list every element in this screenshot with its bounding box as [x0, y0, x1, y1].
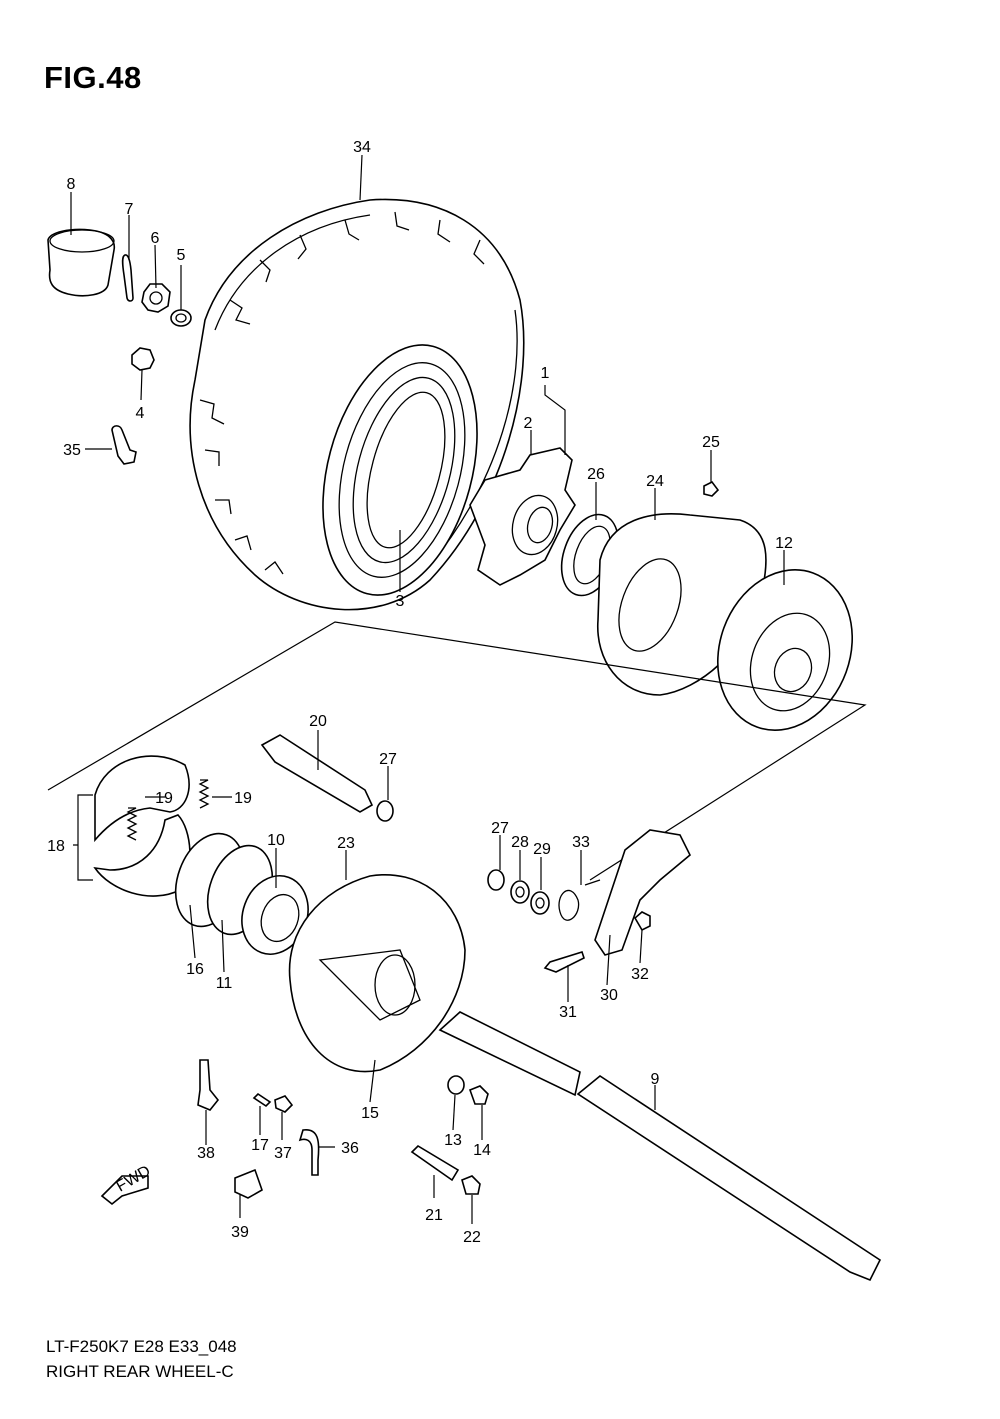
callout-20: 20	[309, 713, 327, 730]
spring-33	[558, 879, 601, 921]
group-outline	[47, 621, 867, 881]
callout-35: 35	[63, 442, 81, 459]
callout-28: 28	[511, 834, 529, 851]
callout-14: 14	[473, 1142, 491, 1159]
callout-18: 18	[47, 838, 65, 855]
small-parts-17-37-36-38-39	[197, 1059, 320, 1199]
callout-16: 16	[186, 961, 204, 978]
callout-10: 10	[267, 832, 285, 849]
callout-39: 39	[231, 1224, 249, 1241]
shaft-20	[260, 734, 374, 813]
callout-11: 11	[216, 975, 233, 992]
callout-34: 34	[353, 139, 371, 156]
tire	[189, 198, 525, 611]
callout-31: 31	[559, 1004, 577, 1021]
springs-19	[126, 779, 210, 841]
small-parts-27-28-29	[487, 869, 550, 915]
drum-12	[716, 569, 854, 731]
callout-labels: 1 2 3 4 5 6 7 8 9 10 11 12 13 14 15 16 1…	[47, 139, 793, 1246]
nut-32	[633, 911, 651, 932]
callout-24: 24	[646, 473, 664, 490]
callout-8: 8	[67, 176, 76, 193]
callout-30: 30	[600, 987, 618, 1004]
callout-17: 17	[251, 1137, 269, 1154]
callout-37: 37	[274, 1145, 292, 1162]
callout-6: 6	[151, 230, 160, 247]
callout-12: 12	[775, 535, 793, 552]
leader-lines	[70, 154, 785, 1224]
callout-19b: 19	[234, 790, 252, 807]
hub	[469, 447, 576, 586]
cap-8	[47, 228, 116, 297]
washer-5	[170, 309, 192, 327]
bolt-25	[703, 480, 720, 497]
callout-23: 23	[337, 835, 355, 852]
cotter-pin-7	[121, 254, 134, 302]
callout-25: 25	[702, 434, 720, 451]
callout-36: 36	[341, 1140, 359, 1157]
callout-5: 5	[177, 247, 186, 264]
callout-27a: 27	[379, 751, 397, 768]
callout-4: 4	[136, 405, 145, 422]
fwd-arrow: FWD	[100, 1163, 154, 1206]
callout-3: 3	[396, 593, 405, 610]
brake-panel-23	[288, 874, 466, 1073]
callout-19a: 19	[155, 790, 173, 807]
callout-38: 38	[197, 1145, 215, 1162]
callout-32: 32	[631, 966, 649, 983]
nut-4	[131, 347, 155, 371]
callout-22: 22	[463, 1229, 481, 1246]
callout-33: 33	[572, 834, 590, 851]
callout-9: 9	[651, 1071, 660, 1088]
callout-1: 1	[541, 365, 550, 382]
figure-title: FIG.48	[44, 60, 142, 95]
callout-29: 29	[533, 841, 551, 858]
small-parts-13-14-21-22	[410, 1075, 489, 1195]
callout-27b: 27	[491, 820, 509, 837]
axle-9	[438, 1011, 882, 1282]
callout-13: 13	[444, 1132, 462, 1149]
castle-nut-6	[141, 283, 171, 313]
figure-code: LT-F250K7 E28 E33_048	[46, 1337, 237, 1356]
bolt-31	[543, 951, 585, 973]
cam-lever-30	[594, 829, 691, 956]
callout-2: 2	[524, 415, 533, 432]
valve-35	[111, 425, 137, 465]
callout-26: 26	[587, 466, 605, 483]
brake-shoes-18	[93, 755, 191, 897]
callout-21: 21	[425, 1207, 443, 1224]
callout-7: 7	[125, 201, 134, 218]
callout-15: 15	[361, 1105, 379, 1122]
figure-name: RIGHT REAR WHEEL-C	[46, 1362, 234, 1381]
oring-27a	[376, 800, 394, 822]
